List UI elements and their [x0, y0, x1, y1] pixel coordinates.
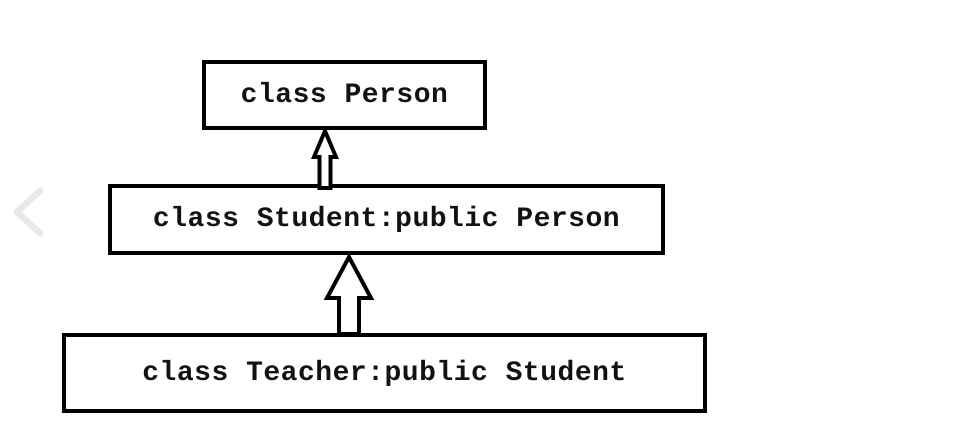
class-node-person-label: class Person: [240, 79, 449, 111]
prev-chevron-icon[interactable]: [6, 182, 52, 242]
class-node-person: class Person: [202, 60, 487, 130]
inheritance-arrow-teacher-to-student: [323, 252, 375, 336]
chevron-left-glyph: [13, 187, 44, 237]
class-node-student-label: class Student:public Person: [152, 204, 621, 235]
class-node-student: class Student:public Person: [108, 184, 665, 255]
class-node-teacher-label: class Teacher:public Student: [142, 357, 627, 389]
inheritance-arrow-student-to-person: [310, 125, 340, 190]
class-node-teacher: class Teacher:public Student: [62, 333, 707, 413]
